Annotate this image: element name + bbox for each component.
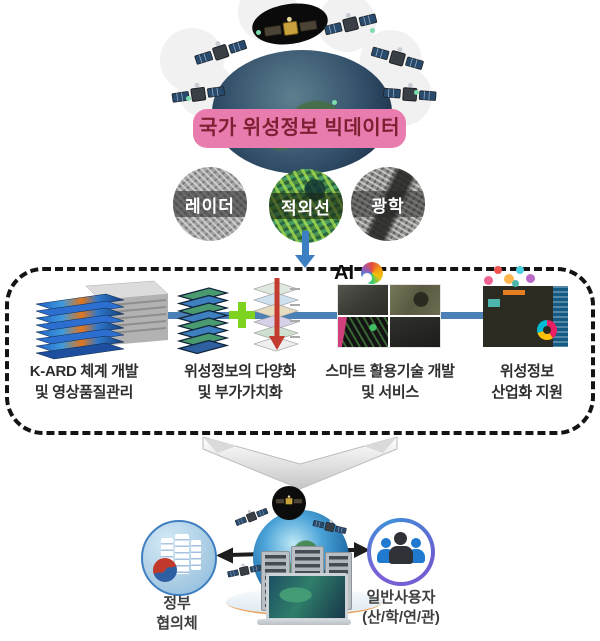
pipeline-label-4: 위성정보 산업화 지원 [468, 361, 586, 403]
users-circle-inner [371, 522, 431, 582]
laptop-map-screen [266, 573, 348, 621]
government-label-line1: 정부 [163, 595, 191, 612]
down-arrow-icon [302, 231, 309, 256]
grid-cell [338, 285, 388, 315]
pipeline-label-4-line1: 위성정보 [499, 363, 554, 380]
pipeline-label-2: 위성정보의 다양화 및 부가가치화 [168, 361, 312, 403]
k-ard-datacube-image [35, 280, 169, 360]
dashboard-chip [488, 299, 500, 307]
accent-dot [370, 28, 375, 33]
satellite-icon [382, 80, 438, 103]
industry-dashboard-image [483, 286, 568, 347]
big-down-chevron-icon [202, 436, 398, 490]
satellite-orbit-badge [272, 486, 306, 520]
pipeline-label-3-line2: 및 서비스 [361, 384, 419, 401]
government-circle [141, 520, 217, 596]
sensor-label-optical: 광학 [351, 191, 425, 217]
sensor-circle-optical: 광학 [351, 167, 425, 241]
plus-icon [229, 302, 255, 328]
government-label-line2: 협의체 [156, 615, 198, 632]
pipeline-label-2-line2: 및 부가가치화 [197, 384, 283, 401]
sensor-label-infrared: 적외선 [269, 193, 343, 219]
smart-analysis-grid-image [337, 284, 441, 348]
sensor-label-radar: 레이더 [173, 191, 247, 217]
government-label: 정부 협의체 [127, 594, 227, 634]
sensor-circle-radar: 레이더 [173, 167, 247, 241]
accent-dot [256, 30, 261, 35]
users-circle [367, 518, 435, 586]
down-arrow-head [295, 255, 315, 268]
pipeline-label-1: K-ARD 체계 개발 및 영상품질관리 [8, 361, 160, 403]
pipeline-label-1-line1: K-ARD 체계 개발 [29, 363, 139, 380]
grid-cell [338, 317, 388, 347]
satellite-icon [275, 495, 303, 505]
pipeline-label-3: 스마트 활용기술 개발 및 서비스 [316, 361, 464, 403]
app-dot-icon [526, 274, 535, 283]
government-building-icon [191, 540, 201, 570]
app-dot-icon [494, 266, 502, 274]
laptop-base [257, 619, 351, 625]
pipeline-label-3-line1: 스마트 활용기술 개발 [325, 363, 455, 380]
accent-dot [414, 90, 419, 95]
ai-brain-icon [361, 262, 383, 284]
pipeline-label-2-line1: 위성정보의 다양화 [184, 363, 296, 380]
app-dot-icon [516, 266, 524, 274]
pipeline-connector-line [130, 312, 484, 319]
value-added-layers-image [253, 278, 300, 352]
title-banner: 국가 위성정보 빅데이터 [193, 109, 406, 148]
users-label-line1: 일반사용자 [366, 589, 436, 606]
government-building-icon [175, 534, 189, 574]
app-dot-icon [504, 274, 514, 284]
dashboard-side-panel [553, 286, 568, 347]
taegeuk-icon [153, 558, 177, 582]
app-dot-icon [512, 280, 519, 287]
app-dot-icon [484, 276, 493, 285]
map-layer-stack-image [176, 287, 230, 355]
satellite-icon [262, 12, 318, 39]
grid-cell [390, 285, 440, 315]
pipeline-label-1-line2: 및 영상품질관리 [34, 384, 134, 401]
donut-chart-icon [537, 320, 557, 340]
sensor-circle-infrared: 적외선 [269, 169, 343, 243]
accent-dot [332, 100, 337, 105]
dashboard-toolbar [503, 290, 525, 295]
ai-label: AI [334, 262, 354, 284]
users-label-line2: (산/학/연/관) [362, 609, 440, 626]
pipeline-label-4-line2: 산업화 지원 [491, 384, 563, 401]
grid-cell [390, 317, 440, 347]
users-label: 일반사용자 (산/학/연/관) [336, 588, 466, 628]
accent-dot [186, 96, 191, 101]
